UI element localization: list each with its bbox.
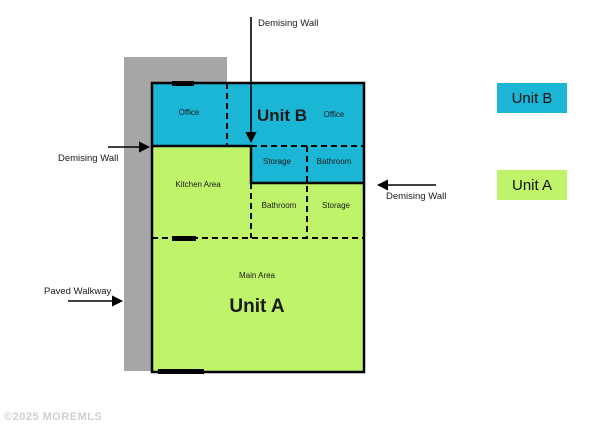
room-label-office-right: Office xyxy=(324,110,345,119)
room-label-office-left: Office xyxy=(179,108,200,117)
room-label-storage-b: Storage xyxy=(263,157,292,166)
watermark: ©2025 MOREMLS xyxy=(4,411,102,423)
annotation-demising-wall-left: Demising Wall xyxy=(58,153,118,164)
unit-a-area xyxy=(152,146,364,372)
door-top xyxy=(172,81,194,86)
room-label-storage-a: Storage xyxy=(322,201,351,210)
unit-a-label: Unit A xyxy=(229,296,285,317)
annotation-demising-wall-right: Demising Wall xyxy=(386,191,446,202)
room-label-kitchen-area: Kitchen Area xyxy=(175,180,221,189)
unit-b-label: Unit B xyxy=(257,106,307,125)
door-bottom xyxy=(158,369,204,374)
legend-swatch-unit-a xyxy=(497,170,567,200)
room-label-main-area: Main Area xyxy=(239,271,276,280)
room-label-bathroom-b: Bathroom xyxy=(317,157,352,166)
exterior-walls xyxy=(150,81,366,374)
paved-walkway xyxy=(124,57,152,371)
annotation-paved-walkway: Paved Walkway xyxy=(44,286,111,297)
walkway-top-extension xyxy=(152,57,227,83)
legend-swatch-unit-b xyxy=(497,83,567,113)
legend-label-unit-a: Unit A xyxy=(512,177,552,194)
legend: Unit B Unit A xyxy=(497,83,567,200)
demising-wall xyxy=(152,144,364,185)
door-middle xyxy=(172,236,196,241)
legend-label-unit-b: Unit B xyxy=(512,90,553,107)
unit-b-area xyxy=(152,83,364,183)
room-label-bathroom-a: Bathroom xyxy=(262,201,297,210)
annotation-demising-wall-top: Demising Wall xyxy=(258,18,318,29)
